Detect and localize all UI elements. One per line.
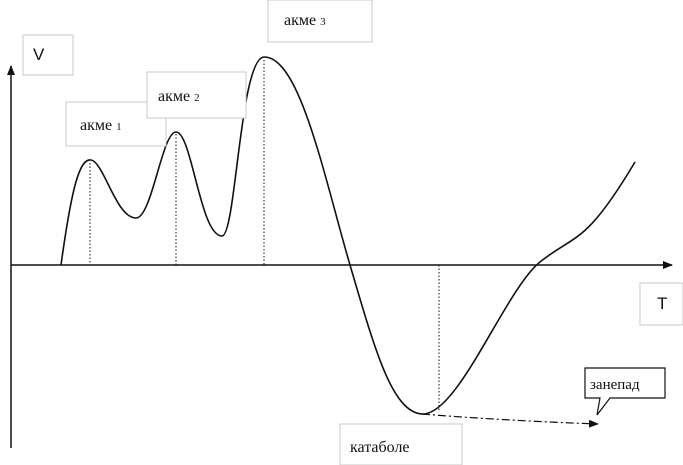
acme2-label-box [146,71,247,119]
y-axis-label-box [22,34,74,76]
catabole-label: катаболе [350,439,410,456]
decline-label: занепад [590,377,640,393]
acme3-label: акме 3 [284,12,326,29]
acme1-label-box [65,101,167,147]
decline-arrow [421,413,599,428]
catabole-label-box [339,423,463,465]
acme2-label: акме 2 [158,88,200,105]
acme1-label: акме 1 [80,117,122,134]
acme3-label-box [267,0,373,43]
decline-bubble [584,367,666,416]
life-cycle-curve [60,56,636,415]
x-axis-label: T [657,294,667,313]
x-axis-label-box [639,282,683,326]
y-axis-label: V [33,45,45,64]
